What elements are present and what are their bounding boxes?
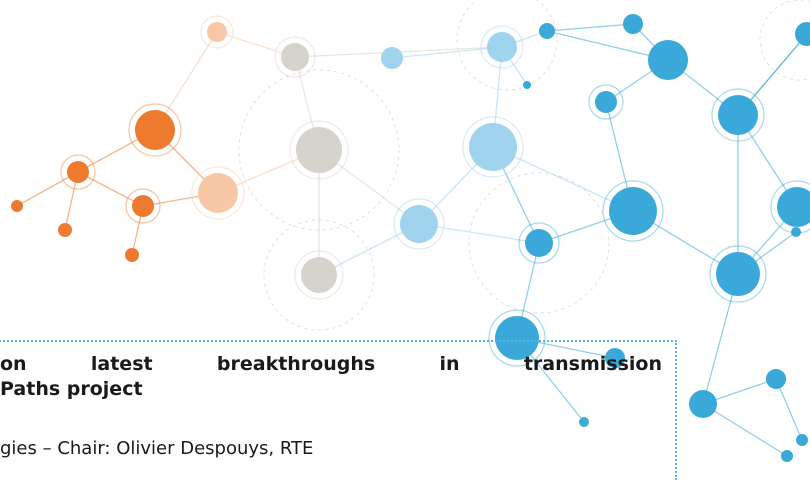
title-word: transmission bbox=[523, 353, 662, 375]
network-node bbox=[487, 32, 517, 62]
network-node bbox=[781, 450, 793, 462]
network-node bbox=[301, 257, 337, 293]
title-word: breakthroughs bbox=[216, 353, 376, 375]
network-link bbox=[391, 46, 503, 59]
network-dashed-ring bbox=[456, 0, 558, 91]
network-link bbox=[702, 403, 788, 457]
network-node bbox=[795, 22, 810, 46]
network-node bbox=[67, 161, 89, 183]
network-link bbox=[702, 273, 739, 405]
session-title-line2: Paths project bbox=[0, 378, 143, 400]
network-dashed-ring bbox=[468, 172, 610, 314]
network-node bbox=[198, 173, 238, 213]
network-node bbox=[796, 434, 808, 446]
network-link bbox=[775, 378, 803, 441]
network-node bbox=[58, 223, 72, 237]
network-link bbox=[546, 23, 634, 32]
session-text-frame bbox=[0, 340, 677, 480]
network-node bbox=[525, 229, 553, 257]
network-node bbox=[579, 417, 589, 427]
network-dashed-ring bbox=[263, 219, 375, 331]
network-node bbox=[605, 348, 625, 368]
network-node-halo bbox=[588, 84, 624, 120]
session-title: on latest breakthroughs in transmission … bbox=[0, 352, 662, 401]
network-link bbox=[77, 171, 144, 207]
network-node bbox=[777, 187, 810, 227]
network-link bbox=[418, 223, 540, 244]
network-node bbox=[595, 91, 617, 113]
network-node bbox=[381, 47, 403, 69]
title-word: in bbox=[439, 353, 460, 375]
network-node-halo bbox=[602, 180, 664, 242]
network-node bbox=[648, 40, 688, 80]
network-node bbox=[135, 110, 175, 150]
network-node bbox=[495, 316, 539, 360]
network-link bbox=[546, 30, 669, 61]
network-node bbox=[11, 200, 23, 212]
network-node bbox=[716, 252, 760, 296]
session-title-line1: on latest breakthroughs in transmission bbox=[0, 352, 662, 376]
network-node bbox=[400, 205, 438, 243]
network-node bbox=[125, 248, 139, 262]
network-node bbox=[207, 22, 227, 42]
network-link bbox=[492, 146, 634, 212]
network-node-halo bbox=[711, 88, 765, 142]
network-node bbox=[539, 23, 555, 39]
title-word: latest bbox=[90, 353, 153, 375]
network-node bbox=[523, 81, 531, 89]
network-node-halo bbox=[128, 103, 182, 157]
network-node-halo bbox=[200, 15, 234, 49]
network-node bbox=[469, 123, 517, 171]
network-node-halo bbox=[60, 154, 96, 190]
network-link bbox=[16, 171, 79, 207]
network-node-halo bbox=[393, 198, 445, 250]
network-graphic bbox=[11, 0, 810, 462]
network-node-halo bbox=[480, 25, 524, 69]
network-node-halo bbox=[274, 36, 316, 78]
network-dashed-ring bbox=[238, 69, 400, 231]
network-node bbox=[689, 390, 717, 418]
network-node-halo bbox=[488, 309, 546, 367]
network-node bbox=[623, 14, 643, 34]
network-node-halo bbox=[289, 120, 349, 180]
network-node bbox=[132, 195, 154, 217]
network-node bbox=[296, 127, 342, 173]
network-node bbox=[791, 227, 801, 237]
network-nodes bbox=[11, 14, 810, 462]
network-node-halo bbox=[518, 222, 560, 264]
network-node-halo bbox=[709, 245, 767, 303]
network-node-halo bbox=[462, 116, 524, 178]
network-node-halo bbox=[191, 166, 245, 220]
network-node-halo bbox=[125, 188, 161, 224]
network-node bbox=[281, 43, 309, 71]
title-word: on bbox=[0, 353, 27, 375]
network-node bbox=[766, 369, 786, 389]
network-halos bbox=[60, 0, 810, 367]
network-node bbox=[609, 187, 657, 235]
network-node-halo bbox=[294, 250, 344, 300]
session-chair-line: gies – Chair: Olivier Despouys, RTE bbox=[0, 438, 314, 459]
network-node bbox=[718, 95, 758, 135]
